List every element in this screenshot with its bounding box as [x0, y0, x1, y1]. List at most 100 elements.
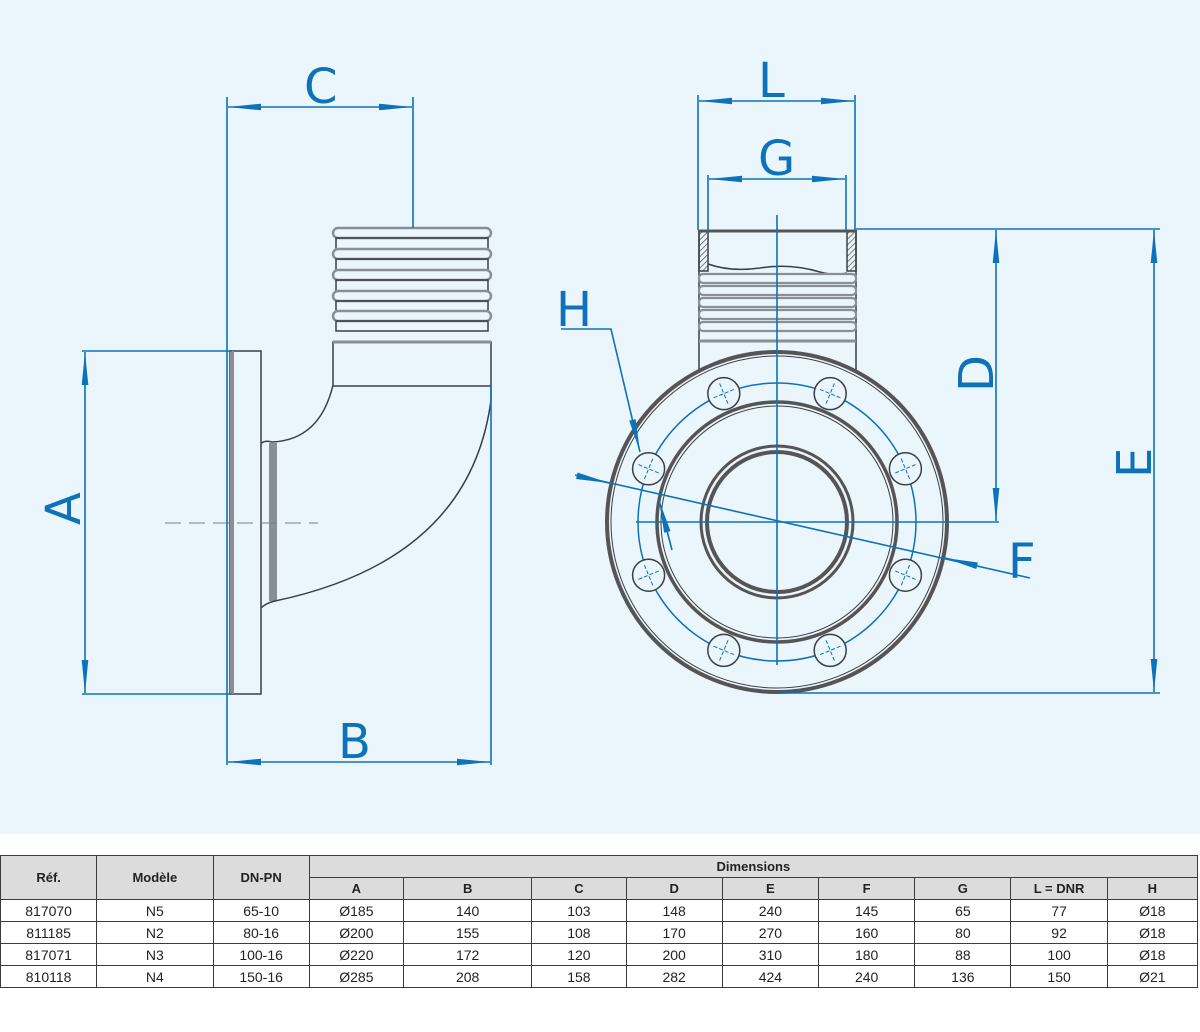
table-row: 817071 N3 100-16 Ø220 172 120 200 310 18…	[0, 943, 1199, 966]
cell-dnpn: 150-16	[212, 965, 310, 988]
cell-b: 208	[402, 965, 533, 988]
cell-model: N2	[96, 921, 214, 944]
cell-c: 108	[531, 921, 627, 944]
label-F: F	[1008, 534, 1036, 590]
bolt-hole	[707, 633, 741, 668]
cell-b: 155	[402, 921, 533, 944]
header-dim-b: B	[402, 877, 533, 900]
cell-c: 103	[531, 899, 627, 922]
bolt-hole	[813, 633, 847, 668]
cell-h: Ø18	[1106, 943, 1199, 966]
header-dim-a: A	[308, 877, 404, 900]
cell-b: 140	[402, 899, 533, 922]
technical-drawing: C A B	[0, 0, 1200, 834]
front-neck-hatch-right	[846, 230, 857, 272]
side-hub-shade	[269, 443, 277, 601]
cell-f: 180	[817, 943, 916, 966]
header-dim-c: C	[531, 877, 627, 900]
bolt-hole	[707, 376, 741, 411]
cell-g: 80	[914, 921, 1012, 944]
cell-e: 424	[721, 965, 820, 988]
cell-dnpn: 100-16	[212, 943, 310, 966]
cell-d: 200	[625, 943, 723, 966]
table-row: 810118 N4 150-16 Ø285 208 158 282 424 24…	[0, 965, 1199, 988]
bolt-hole-crosshair	[719, 383, 729, 404]
bolt-hole-crosshair	[900, 458, 911, 480]
cell-h: Ø21	[1106, 965, 1199, 988]
cell-e: 270	[721, 921, 820, 944]
cell-g: 65	[914, 899, 1012, 922]
bolt-hole-crosshair	[900, 564, 911, 586]
side-dimensions	[81, 97, 492, 766]
cell-g: 88	[914, 943, 1012, 966]
label-C: C	[304, 59, 338, 115]
header-dim-e: E	[721, 877, 820, 900]
cell-d: 148	[625, 899, 723, 922]
label-D: D	[949, 355, 1005, 392]
cell-f: 145	[817, 899, 916, 922]
cell-h: Ø18	[1106, 921, 1199, 944]
cell-h: Ø18	[1106, 899, 1199, 922]
cell-a: Ø200	[308, 921, 404, 944]
cell-l: 92	[1010, 921, 1108, 944]
leader-H	[561, 328, 641, 453]
bolt-hole-crosshair	[643, 564, 654, 586]
bolt-hole-crosshair	[819, 645, 841, 656]
label-G: G	[758, 131, 795, 187]
header-dnpn: DN-PN	[212, 855, 310, 900]
side-threads	[331, 226, 493, 332]
cell-d: 282	[625, 965, 723, 988]
bolt-hole	[888, 452, 923, 486]
cell-ref: 817070	[0, 899, 98, 922]
bolt-hole-crosshair	[895, 464, 916, 474]
cell-a: Ø220	[308, 943, 404, 966]
front-neck-hatch-left	[698, 230, 709, 272]
cell-a: Ø285	[308, 965, 404, 988]
bolt-hole-crosshair	[643, 458, 654, 480]
bolt-hole-crosshair	[825, 383, 835, 404]
bolt-hole-crosshair	[895, 570, 916, 580]
bolt-hole	[631, 452, 666, 486]
front-dimensions	[561, 95, 1160, 694]
header-dim-d: D	[625, 877, 723, 900]
table-row: 817070 N5 65-10 Ø185 140 103 148 240 145…	[0, 899, 1199, 922]
cell-l: 77	[1010, 899, 1108, 922]
cell-model: N5	[96, 899, 214, 922]
header-dim-h: H	[1106, 877, 1199, 900]
table-row: 811185 N2 80-16 Ø200 155 108 170 270 160…	[0, 921, 1199, 944]
bolt-hole	[631, 558, 666, 592]
cell-model: N3	[96, 943, 214, 966]
label-H: H	[556, 282, 592, 338]
bolt-hole-crosshair	[819, 388, 841, 399]
cell-b: 172	[402, 943, 533, 966]
header-ref: Réf.	[0, 855, 98, 900]
cell-l: 150	[1010, 965, 1108, 988]
cell-ref: 811185	[0, 921, 98, 944]
bolt-holes	[631, 376, 923, 668]
cell-g: 136	[914, 965, 1012, 988]
cell-l: 100	[1010, 943, 1108, 966]
bolt-hole-crosshair	[713, 645, 735, 656]
header-dim-l: L = DNR	[1010, 877, 1108, 900]
cell-dnpn: 80-16	[212, 921, 310, 944]
dimensions-table: Réf. Modèle DN-PN Dimensions A B C D E F…	[0, 855, 1199, 988]
cell-a: Ø185	[308, 899, 404, 922]
cell-ref: 817071	[0, 943, 98, 966]
label-B: B	[338, 714, 371, 770]
cell-c: 158	[531, 965, 627, 988]
bolt-hole	[813, 376, 847, 411]
cell-dnpn: 65-10	[212, 899, 310, 922]
side-view	[165, 226, 493, 695]
bolt-hole-crosshair	[719, 640, 729, 661]
header-model: Modèle	[96, 855, 214, 900]
label-A: A	[36, 492, 92, 525]
bolt-hole-crosshair	[825, 640, 835, 661]
cell-f: 160	[817, 921, 916, 944]
cell-e: 310	[721, 943, 820, 966]
side-elbow-body	[260, 341, 492, 609]
cell-model: N4	[96, 965, 214, 988]
cell-d: 170	[625, 921, 723, 944]
header-dim-g: G	[914, 877, 1012, 900]
bolt-hole-crosshair	[638, 464, 659, 474]
label-E: E	[1107, 448, 1163, 478]
